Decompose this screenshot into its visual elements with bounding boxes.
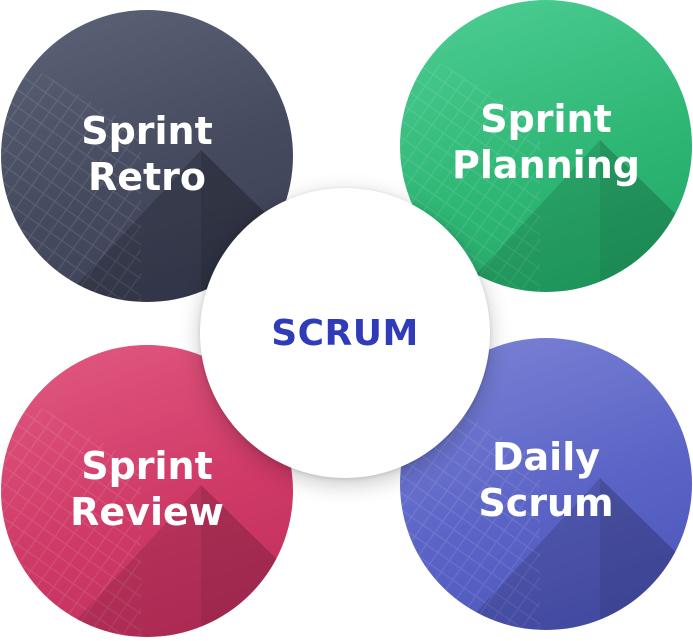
sprint-planning-label: Sprint Planning (400, 96, 692, 188)
sprint-retro-circle: Sprint Retro (1, 10, 293, 302)
daily-scrum-line1: Daily (491, 435, 600, 479)
scrum-center-label: SCRUM (271, 312, 419, 354)
sprint-planning-line1: Sprint (480, 97, 612, 141)
daily-scrum-line2: Scrum (478, 481, 614, 525)
sprint-retro-line1: Sprint (81, 109, 213, 153)
daily-scrum-label: Daily Scrum (400, 434, 692, 526)
building-texture-icon (1, 385, 293, 637)
scrum-center-circle: SCRUM (200, 188, 490, 478)
sprint-planning-line2: Planning (452, 143, 640, 187)
sprint-review-line1: Sprint (81, 444, 213, 488)
sprint-review-line2: Review (70, 490, 224, 534)
sprint-retro-label: Sprint Retro (1, 108, 293, 200)
sprint-review-label: Sprint Review (1, 443, 293, 535)
sprint-retro-line2: Retro (87, 155, 207, 199)
